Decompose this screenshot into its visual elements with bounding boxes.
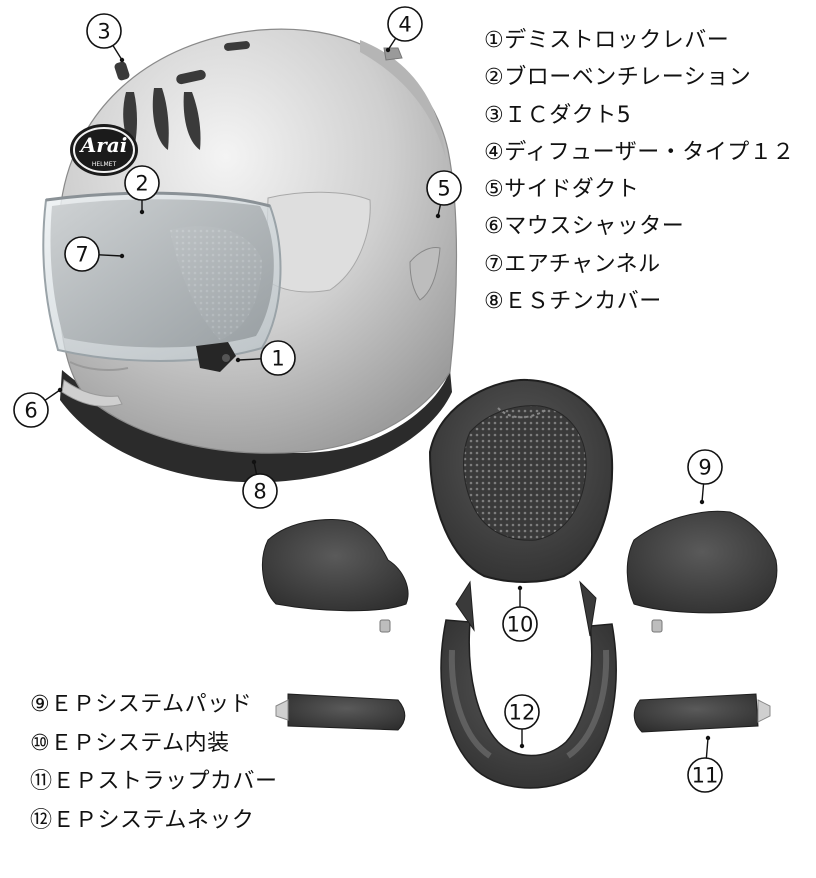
es-chin-cover: [60, 370, 452, 483]
ep-strap-cover-left: [287, 693, 406, 731]
callout-leader-7: [98, 254, 123, 257]
callout-pointer-11: [705, 735, 711, 741]
ep-system-inner: [428, 378, 614, 583]
callout-leader-4: [387, 37, 397, 51]
callout-pointer-12: [519, 743, 525, 749]
callout-leader-9: [701, 483, 705, 503]
callout-number-12: 12: [509, 701, 536, 725]
legend-item: ①デミストロックレバー: [484, 28, 730, 53]
callout-leader-6: [44, 389, 61, 401]
parts-illustration: [262, 378, 778, 789]
legend-item: ④ディフューザー・タイプ１２: [484, 139, 795, 165]
logo-subtext: HELMET: [92, 161, 117, 168]
callout-leader-1: [237, 358, 262, 361]
callout-pointer-9: [699, 499, 705, 505]
ep-system-neck: [440, 619, 617, 789]
legend-item: ⑥マウスシャッター: [484, 214, 685, 240]
callout-leader-3: [112, 45, 123, 61]
callout-pointer-8: [251, 459, 257, 465]
helmet-illustration: Arai HELMET: [42, 28, 458, 483]
callout-number-8: 8: [253, 480, 266, 504]
callout-pointer-2: [139, 209, 145, 215]
legend-item: ⑤サイドダクト: [484, 177, 640, 203]
callout-pointer-3: [119, 57, 125, 63]
callout-pointer-5: [435, 213, 441, 219]
callout-number-7: 7: [75, 243, 88, 267]
callout-circle-12: [504, 694, 540, 730]
ep-strap-cover-right: [633, 693, 759, 733]
callout-pointer-7: [119, 253, 125, 259]
callout-number-11: 11: [692, 764, 719, 788]
callout-circle-11: [687, 757, 723, 793]
callout-number-3: 3: [97, 20, 110, 44]
callout-number-4: 4: [398, 13, 411, 37]
callout-pointer-4: [385, 47, 391, 53]
callout-circle-7: [64, 236, 100, 272]
callout-pointer-10: [517, 585, 523, 591]
ep-system-pad-right: [626, 510, 778, 614]
callout-circle-9: [687, 449, 723, 485]
callout-circle-10: [502, 606, 538, 642]
arai-logo: Arai HELMET: [70, 124, 138, 176]
mouth-shutter: [61, 379, 123, 407]
visor-shield: [42, 192, 282, 362]
demist-lock-lever: [196, 342, 236, 372]
legend-bottom: ⑨ＥＰシステムパッド ⑩ＥＰシステム内装 ⑪ＥＰストラップカバー ⑫ＥＰシステムネック: [30, 686, 278, 840]
legend-top: ①デミストロックレバー ②ブローベンチレーション ③ＩＣダクト5 ④ディフューザー・タ…: [484, 22, 795, 320]
legend-item: ⑨ＥＰシステムパッド: [30, 692, 253, 717]
ep-system-pad-left: [262, 518, 409, 612]
callout-circle-4: [387, 6, 423, 42]
callout-pointer-1: [235, 357, 241, 363]
callout-circle-5: [426, 170, 462, 206]
callout-circle-1: [260, 340, 296, 376]
callout-number-10: 10: [507, 613, 534, 637]
legend-item: ⑪ＥＰストラップカバー: [30, 769, 278, 794]
callout-leader-11: [705, 737, 709, 759]
logo-text: Arai: [79, 133, 128, 157]
callout-circle-6: [13, 392, 49, 428]
callout-circle-3: [86, 13, 122, 49]
callout-number-6: 6: [24, 399, 37, 423]
callout-number-2: 2: [135, 172, 148, 196]
legend-item: ②ブローベンチレーション: [484, 65, 752, 91]
side-duct: [409, 247, 441, 301]
callout-number-1: 1: [271, 347, 284, 371]
callout-number-5: 5: [437, 177, 450, 201]
legend-item: ⑧ＥＳチンカバー: [484, 289, 662, 315]
callout-number-9: 9: [698, 456, 711, 480]
legend-item: ⑫ＥＰシステムネック: [30, 807, 255, 833]
legend-item: ⑩ＥＰシステム内装: [30, 730, 230, 756]
callout-circle-8: [242, 473, 278, 509]
callout-pointer-6: [57, 387, 63, 393]
legend-item: ③ＩＣダクト5: [484, 102, 632, 128]
callout-circle-2: [124, 165, 160, 201]
legend-item: ⑦エアチャンネル: [484, 251, 661, 277]
